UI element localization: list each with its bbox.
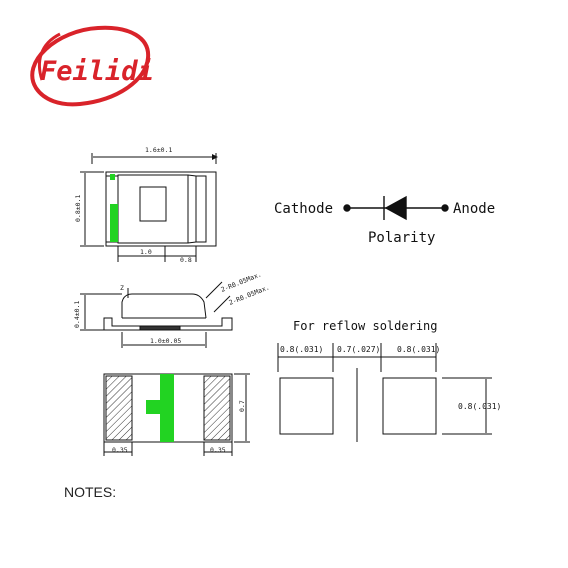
bottom-left-dim: 0.35 [112, 446, 128, 454]
anode-label: Anode [453, 201, 495, 217]
brand-logo: Feilidi [30, 25, 154, 107]
top-view [80, 153, 218, 262]
bottom-view [103, 373, 250, 456]
reflow-dim-2: 0.7(.027) [337, 345, 380, 354]
side-height-dim: 0.4±0.1 [73, 301, 81, 328]
bottom-view-green-marker [160, 374, 174, 442]
logo-arc-icon [37, 32, 61, 81]
cathode-label: Cathode [274, 201, 333, 217]
top-width-dim: 1.6±0.1 [145, 146, 172, 154]
top-height-dim: 0.8±0.1 [74, 195, 82, 222]
logo-text: Feilidi [40, 56, 154, 87]
top-view-green-marker [110, 204, 118, 242]
top-view-green-marker [110, 174, 115, 180]
reflow-footprint [277, 343, 492, 442]
side-z-label: Z [120, 284, 124, 292]
reflow-title: For reflow soldering [293, 319, 438, 333]
logo-swoosh-icon [30, 25, 151, 107]
reflow-dim-3: 0.8(.031) [397, 345, 440, 354]
reflow-dim-1: 0.8(.031) [280, 345, 323, 354]
notes-label: NOTES: [64, 484, 117, 500]
bottom-right-dim: 0.35 [210, 446, 226, 454]
top-dim-b: 0.8 [180, 256, 192, 264]
bottom-view-green-marker [146, 400, 160, 414]
bottom-height-dim: 0.7 [238, 400, 246, 412]
side-inner-dim: 1.0±0.05 [150, 337, 181, 345]
reflow-dim-h: 0.8(.031) [458, 402, 501, 411]
side-view [80, 281, 233, 348]
diode-symbol-icon [343, 195, 449, 221]
top-dim-a: 1.0 [140, 248, 152, 256]
polarity-label: Polarity [368, 230, 435, 246]
